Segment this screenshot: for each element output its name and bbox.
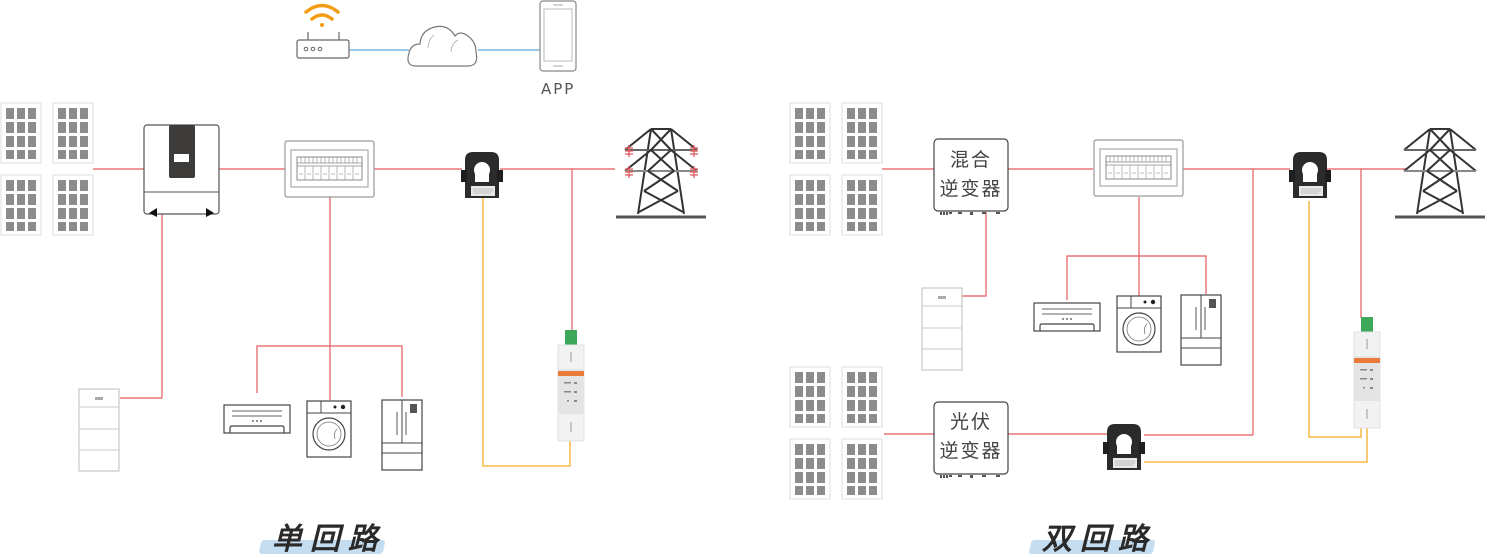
dual-circuit-title: 双回路 [1028,514,1160,557]
cloud-icon [407,25,478,67]
refrigerator-icon [1180,294,1222,366]
single-circuit-power-lines [93,168,615,400]
solar-panel-array-bottom [789,366,883,500]
hybrid-inverter-label: 混合 逆变器 [935,146,1007,204]
single-circuit-signal-line [482,198,571,467]
current-transformer-icon-grid [1288,151,1332,199]
wifi-icon [304,3,340,27]
battery-icon [921,287,963,371]
hybrid-inverter-label-line1: 混合 [949,149,992,171]
current-transformer-icon [460,151,504,199]
dual-circuit-signal-lines [1144,201,1368,463]
app-label: APP [541,80,576,98]
distribution-box-icon [1093,139,1184,197]
distribution-box-icon [284,140,375,198]
air-conditioner-icon [1033,302,1101,332]
energy-meter-icon [557,329,585,442]
energy-meter-icon [1353,316,1381,429]
smartphone-icon [539,0,577,72]
power-tower-icon [614,127,708,219]
air-conditioner-icon [223,404,291,434]
single-circuit-title: 单回路 [258,514,390,557]
dual-circuit-power-lines [882,168,1408,436]
solar-panel-array-top [789,102,883,236]
battery-icon [78,388,120,472]
hybrid-inverter-label-line2: 逆变器 [939,178,1003,200]
refrigerator-icon [381,399,423,471]
power-tower-icon [1393,127,1487,219]
solar-panel-array [0,102,94,236]
pv-inverter-label-line2: 逆变器 [939,440,1003,462]
pv-inverter-label-line1: 光伏 [949,411,992,433]
washing-machine-icon [306,400,352,458]
current-transformer-icon-pv [1102,423,1146,471]
router-icon [296,32,350,59]
washing-machine-icon [1116,295,1162,353]
dual-circuit-title-text: 双回路 [1042,522,1156,557]
hybrid-inverter-icon [143,124,220,217]
pv-inverter-label: 光伏 逆变器 [935,408,1007,466]
single-circuit-title-text: 单回路 [272,522,386,557]
